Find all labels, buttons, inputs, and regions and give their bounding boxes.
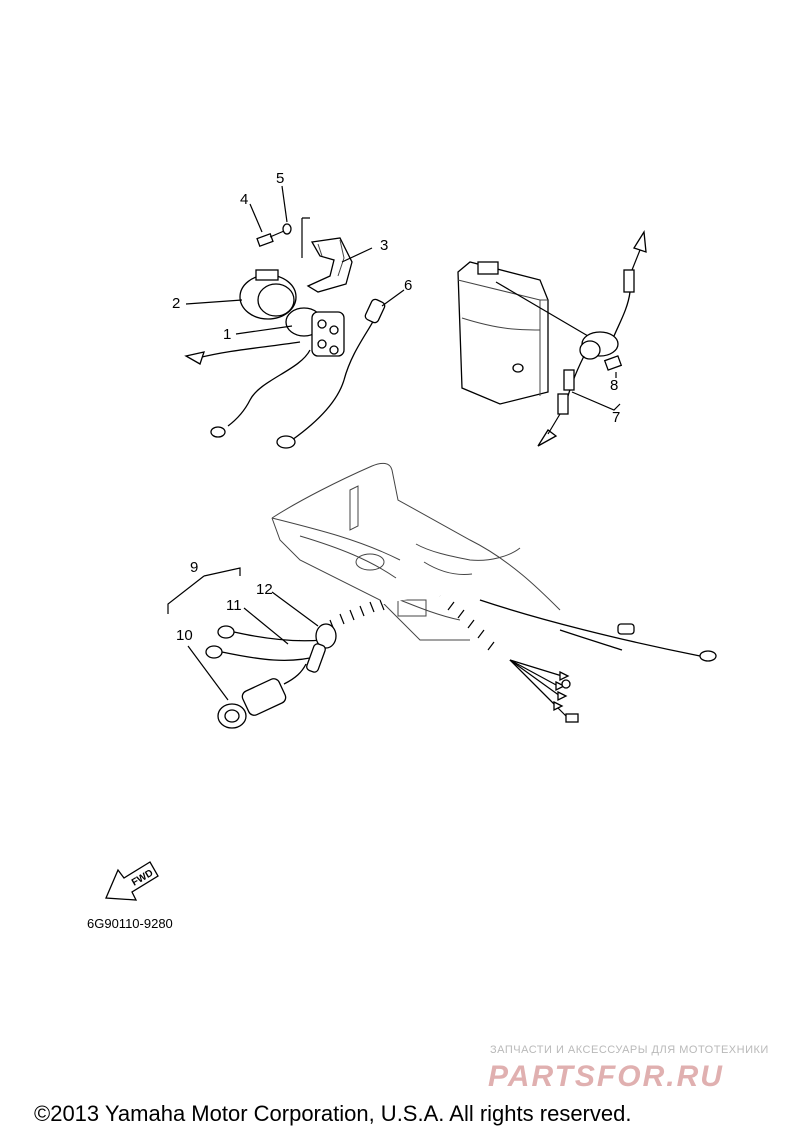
bolt-part <box>256 230 285 247</box>
callout-10: 10 <box>176 627 193 644</box>
fwd-arrow-icon: FWD <box>105 861 159 901</box>
battery-box-assembly <box>457 230 647 447</box>
callout-4: 4 <box>240 191 248 208</box>
watermark-tagline: ЗАПЧАСТИ И АКСЕССУАРЫ ДЛЯ МОТОТЕХНИКИ <box>490 1044 769 1056</box>
bracket-part <box>306 237 353 293</box>
callout-9: 9 <box>190 559 198 576</box>
callout-1: 1 <box>223 326 231 343</box>
solenoid-assembly <box>184 185 405 449</box>
wiring-harness-part <box>167 567 717 729</box>
callout-8: 8 <box>610 377 618 394</box>
watermark-logo: PARTSFOR.RU <box>488 1060 724 1092</box>
watermark-logo-text: PARTSFOR.RU <box>488 1060 724 1092</box>
diagram-part-code: 6G90110-9280 <box>87 916 173 931</box>
battery-cable-part <box>276 298 386 449</box>
washer-part <box>282 223 292 235</box>
bottom-cowling-assembly <box>271 462 561 641</box>
callout-5: 5 <box>276 170 284 187</box>
fuse-part <box>603 355 623 371</box>
starter-relay-part <box>285 307 345 357</box>
callout-6: 6 <box>404 277 412 294</box>
fuse-holder-part <box>579 331 619 360</box>
callout-2: 2 <box>172 295 180 312</box>
socket-part <box>217 663 307 729</box>
callout-7: 7 <box>612 409 620 426</box>
callout-11: 11 <box>226 597 242 614</box>
callout-12: 12 <box>256 581 273 598</box>
copyright-notice: ©2013 Yamaha Motor Corporation, U.S.A. A… <box>34 1101 632 1126</box>
rubber-cover-part <box>239 269 297 320</box>
callout-3: 3 <box>380 237 388 254</box>
